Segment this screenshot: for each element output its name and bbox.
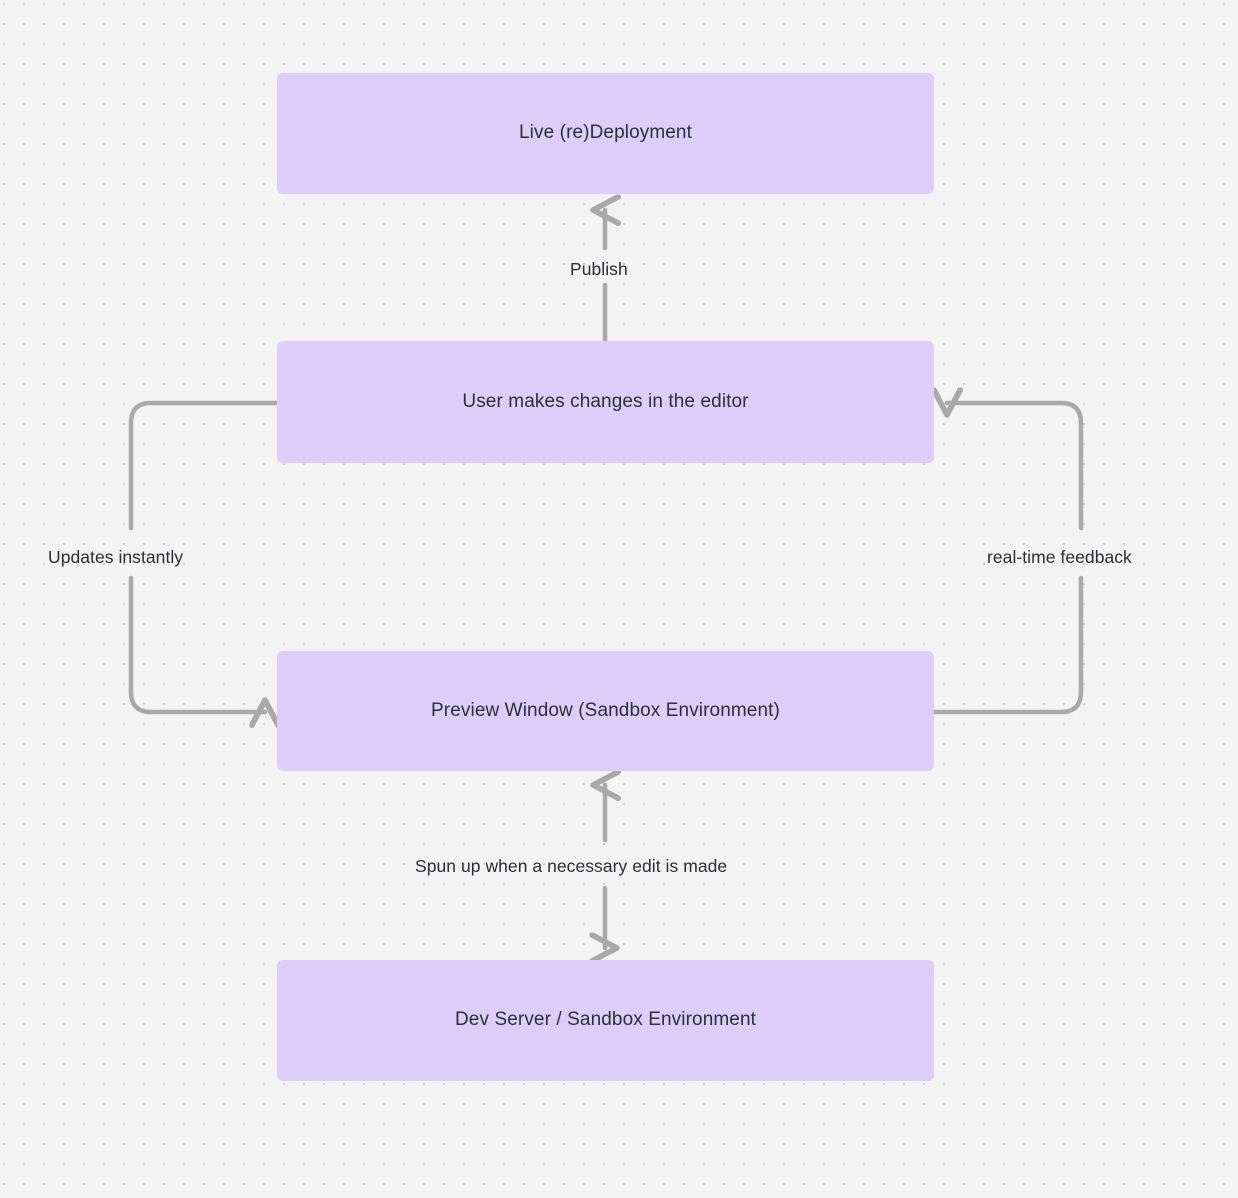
node-live-redeployment[interactable]: Live (re)Deployment <box>277 73 934 194</box>
edge-label-publish: Publish <box>570 259 628 279</box>
node-dev-server[interactable]: Dev Server / Sandbox Environment <box>277 960 934 1081</box>
node-user-makes-changes-label: User makes changes in the editor <box>462 390 749 412</box>
node-dev-server-label: Dev Server / Sandbox Environment <box>454 1009 756 1031</box>
node-live-redeployment-label: Live (re)Deployment <box>519 122 692 144</box>
node-user-makes-changes[interactable]: User makes changes in the editor <box>277 341 934 463</box>
node-preview-window-label: Preview Window (Sandbox Environment) <box>431 699 780 721</box>
edge-label-real-time-feedback: real-time feedback <box>987 547 1132 567</box>
edge-label-spun-up: Spun up when a necessary edit is made <box>415 856 728 876</box>
edge-label-updates-instantly: Updates instantly <box>48 547 184 567</box>
node-preview-window[interactable]: Preview Window (Sandbox Environment) <box>277 651 934 771</box>
